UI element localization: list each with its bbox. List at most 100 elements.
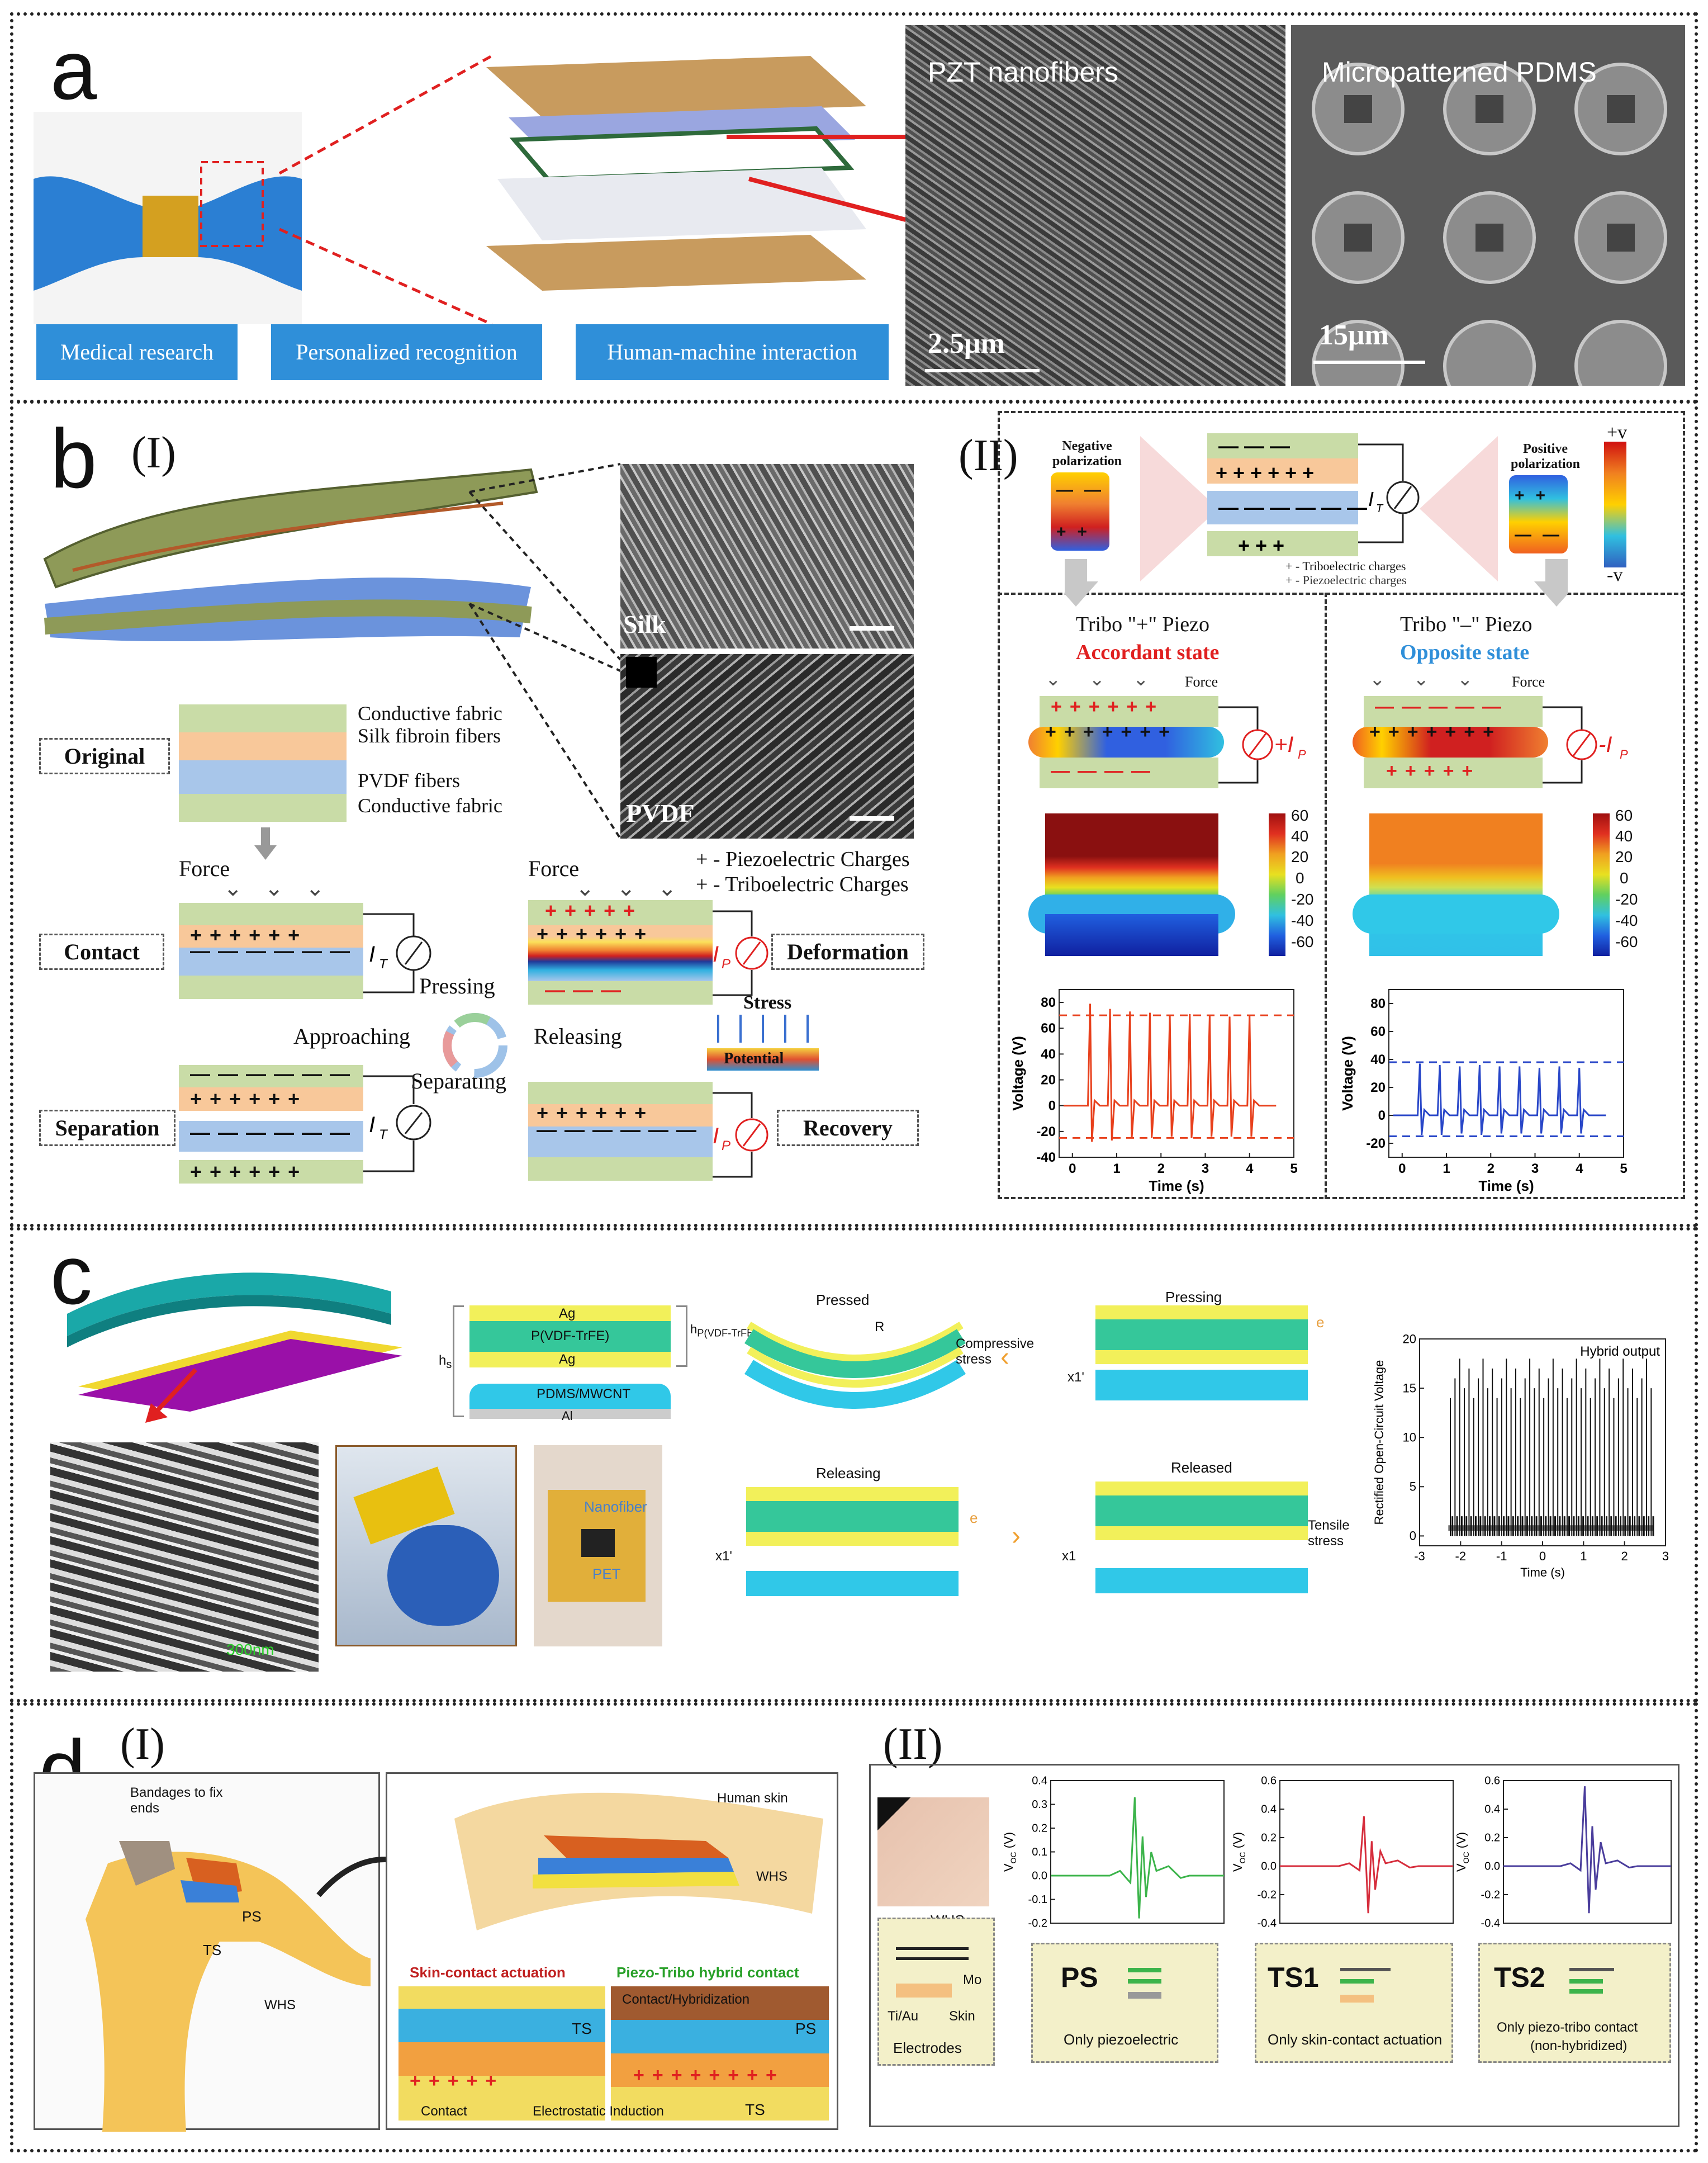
d-ps-box: PS Only piezoelectric xyxy=(1031,1943,1218,2063)
sem-pdms-label: Micropatterned PDMS xyxy=(1322,56,1597,88)
y-tick-label: 0.2 xyxy=(1484,1832,1500,1844)
d-II-outer-box xyxy=(869,1764,1679,2127)
c-hp-h: h xyxy=(690,1322,698,1336)
panel-a-letter: a xyxy=(50,23,97,117)
d-ps-gray xyxy=(1128,1992,1161,1999)
neg-pol-plus: ++ xyxy=(1056,523,1099,541)
sep-minus: —————— xyxy=(190,1121,358,1144)
y-tick-label: 40 xyxy=(1041,1047,1056,1062)
voc-series-line xyxy=(1280,1816,1453,1914)
y-tick-label: 60 xyxy=(1041,1021,1056,1036)
svg-text:— — — — — —: — — — — — — xyxy=(1218,496,1367,519)
svg-text:-I: -I xyxy=(1598,732,1612,757)
sem-pvdf-marker xyxy=(626,657,657,688)
contact-circuit: I T xyxy=(363,913,431,993)
x-tick-label: 2 xyxy=(1487,1161,1495,1176)
d-photo-finger xyxy=(877,1797,989,1906)
d-label-hybrid-contact: Piezo-Tribo hybrid contact xyxy=(616,1964,799,1981)
x-tick-label: 3 xyxy=(1202,1161,1209,1176)
d-ts1-title: TS1 xyxy=(1268,1962,1319,1993)
tag-medical-research: Medical research xyxy=(36,324,238,380)
label-tribo-minus: Tribo "–" Piezo xyxy=(1400,613,1533,636)
colorbar-ticks-opposite: 60 40 20 0 -20 -40 -60 xyxy=(1615,807,1654,964)
b-II-divider-v xyxy=(1325,593,1327,1199)
y-tick-label: 0.4 xyxy=(1484,1804,1500,1816)
cb-tick: -60 xyxy=(1615,933,1638,950)
plot-frame xyxy=(1279,1780,1454,1924)
c-releasing-x1p: x1' xyxy=(715,1549,732,1564)
sem-pdms-scalebar xyxy=(1313,361,1425,364)
c-label-ag-bottom: Ag xyxy=(559,1352,576,1367)
c-label-releasing: Releasing xyxy=(816,1465,881,1482)
y-axis-label: Rectified Open-Circuit Voltage xyxy=(1372,1360,1386,1525)
c-hs-sub: s xyxy=(446,1358,452,1371)
recovery-circuit: I P xyxy=(713,1092,768,1178)
recovery-plus: ++++++ xyxy=(537,1101,654,1124)
field-map-accordant xyxy=(1028,813,1235,956)
c-releasing-bottom xyxy=(746,1532,959,1546)
svg-text:P: P xyxy=(722,1138,730,1153)
d-label-electrodes: Electrodes xyxy=(893,2039,962,2056)
c-label-pressing: Pressing xyxy=(1165,1289,1222,1305)
y-tick-label: 20 xyxy=(1370,1080,1386,1095)
d-label-whs-left: WHS xyxy=(264,1998,296,2013)
d-label-bandages: Bandages to fix ends xyxy=(130,1785,223,1816)
y-tick-label: 80 xyxy=(1370,996,1386,1011)
sem-silk: Silk xyxy=(620,464,914,649)
plot-frame xyxy=(1503,1780,1672,1924)
x-tick-label: 2 xyxy=(1621,1549,1628,1563)
svg-text:T: T xyxy=(379,957,388,972)
pos-pol-cell xyxy=(1509,475,1568,553)
accordant-gradient xyxy=(1028,727,1224,758)
pos-pol-plus: ++ xyxy=(1515,486,1557,505)
svg-text:— — —: — — — xyxy=(1218,434,1290,457)
sem-pvdf: PVDF xyxy=(620,654,914,839)
tag-personalized-recognition: Personalized recognition xyxy=(271,324,542,380)
layer-silk xyxy=(179,732,347,763)
c-chevron: › xyxy=(1012,1521,1021,1551)
d-non-hybrid: (non-hybridized) xyxy=(1530,2038,1628,2053)
sem-c-scale: 300nm xyxy=(226,1641,274,1658)
y-tick-label: 0.0 xyxy=(1484,1861,1500,1873)
x-tick-label: 0 xyxy=(1069,1161,1076,1176)
sep-bottom-plus: ++++++ xyxy=(190,1160,308,1183)
x-tick-label: 5 xyxy=(1620,1161,1627,1176)
x-tick-label: 4 xyxy=(1246,1161,1254,1176)
b-II-schematic: — — — + + + + + + — — — — — — + + + I T xyxy=(1140,433,1498,581)
y-tick-label: -0.4 xyxy=(1481,1918,1500,1930)
c-pressing-bottom xyxy=(1095,1350,1308,1364)
svg-text:I: I xyxy=(369,1113,375,1137)
label-pet: PET xyxy=(592,1565,621,1582)
sem-pzt-scalebar xyxy=(925,369,1040,372)
c-label-pressed: Pressed xyxy=(816,1291,870,1308)
d-label-skin: Skin xyxy=(949,2009,975,2024)
y-tick-label: 0.2 xyxy=(1032,1823,1047,1835)
opposite-circuit: -I P xyxy=(1543,706,1628,784)
contact-pvdf xyxy=(179,948,363,976)
svg-text:P: P xyxy=(722,957,730,972)
cb-tick: -40 xyxy=(1615,912,1638,929)
force-arrows-contact: ⌄⌄⌄ xyxy=(224,875,347,901)
cb-tick: 40 xyxy=(1615,827,1633,845)
d-label-human-skin: Human skin xyxy=(717,1791,788,1806)
d-red-plus-left: +++++ xyxy=(410,2070,505,2091)
label-approaching: Approaching xyxy=(293,1024,410,1049)
d-label-whs-right: WHS xyxy=(756,1869,787,1884)
cycle-icon xyxy=(443,1013,507,1078)
y-tick-label: 20 xyxy=(1041,1073,1056,1088)
x-tick-label: 5 xyxy=(1290,1161,1297,1176)
sem-silk-label: Silk xyxy=(623,610,666,638)
panel-d-sub-II: (II) xyxy=(883,1720,943,1769)
device-c-illustration xyxy=(56,1252,414,1420)
panel-b-frame xyxy=(10,400,1698,1227)
voc-series-line xyxy=(1051,1797,1224,1919)
y-tick-label: 15 xyxy=(1403,1381,1416,1395)
recovery-bottom-electrode xyxy=(528,1157,713,1181)
layer-label-conductive-bottom: Conductive fabric xyxy=(358,794,502,817)
c-hs-bracket xyxy=(453,1305,464,1417)
zoom-dashes-b xyxy=(468,463,621,840)
tag-human-machine-interaction: Human-machine interaction xyxy=(576,324,889,380)
cb-tick: 40 xyxy=(1291,827,1309,845)
opposite-force: Force xyxy=(1512,674,1545,690)
